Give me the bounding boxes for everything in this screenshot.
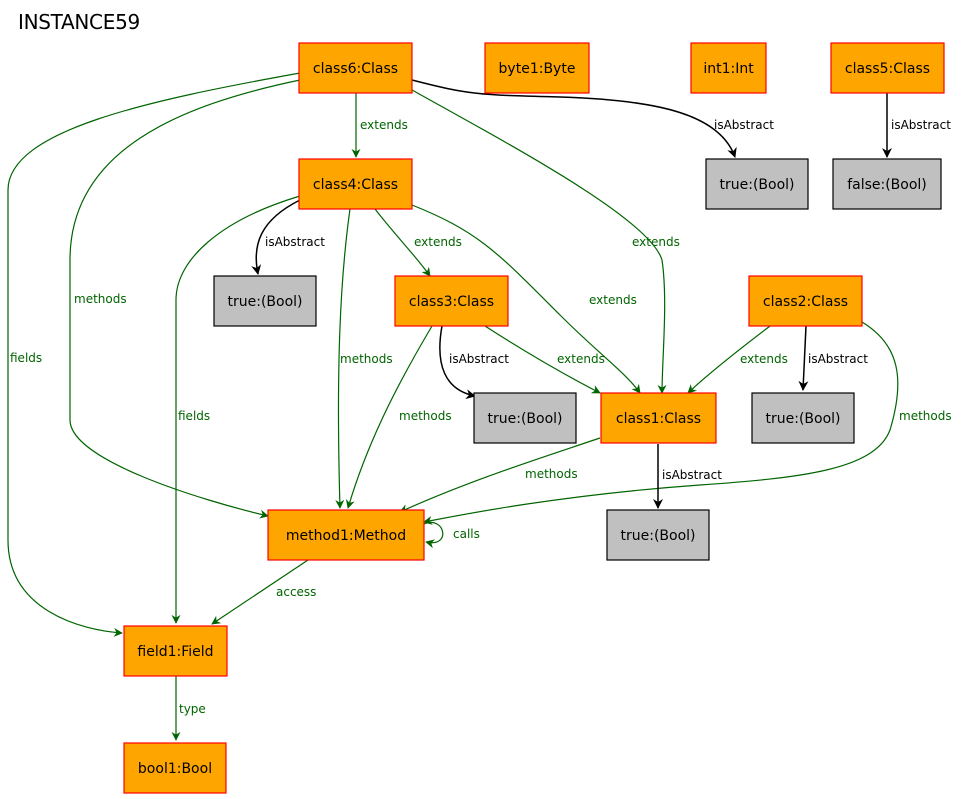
edge-class2-class1-extends — [687, 325, 771, 394]
edge-class1-method1-methods — [399, 437, 601, 513]
edge-label-isabstract: isAbstract — [449, 352, 509, 366]
edge-class6-method1-methods — [69, 79, 301, 519]
edge-class4-class3-extends — [374, 208, 431, 277]
node-bool1: bool1:Bool — [123, 742, 227, 794]
edge-class6-field1-fields — [7, 72, 301, 637]
node-label: class1:Class — [616, 411, 701, 427]
node-label: false:(Bool) — [847, 177, 927, 193]
node-class6: class6:Class — [298, 42, 413, 94]
edge-label-extends: extends — [740, 352, 788, 366]
node-label: field1:Field — [137, 644, 213, 660]
node-class4: class4:Class — [298, 158, 413, 210]
edge-class4-true-isabstract — [251, 199, 301, 275]
edge-label-isabstract: isAbstract — [891, 118, 951, 132]
edge-label-isabstract: isAbstract — [714, 118, 774, 132]
node-label: class4:Class — [313, 177, 398, 193]
node-true-class4: true:(Bool) — [213, 275, 317, 327]
edge-label-isabstract: isAbstract — [265, 235, 325, 249]
node-true-class2: true:(Bool) — [751, 392, 855, 444]
edge-label-extends: extends — [360, 118, 408, 132]
edge-label-extends: extends — [414, 235, 462, 249]
edge-class4-method1-methods — [335, 208, 351, 509]
node-method1: method1:Method — [267, 509, 425, 561]
node-label: true:(Bool) — [766, 411, 841, 427]
edge-class6-class1-extends — [411, 89, 667, 394]
node-label: true:(Bool) — [488, 411, 563, 427]
edge-label-access: access — [276, 585, 316, 599]
node-class3: class3:Class — [394, 275, 509, 327]
edge-label-methods: methods — [340, 352, 393, 366]
node-byte1: byte1:Byte — [484, 42, 590, 94]
node-true-class3: true:(Bool) — [473, 392, 577, 444]
edge-class6-true-isabstract — [411, 79, 737, 158]
node-label: true:(Bool) — [720, 177, 795, 193]
edge-label-extends: extends — [632, 235, 680, 249]
node-label: true:(Bool) — [621, 528, 696, 544]
edge-class4-field1-fields — [171, 195, 301, 624]
node-class5: class5:Class — [830, 42, 945, 94]
edge-class2-true-isabstract — [798, 325, 809, 391]
edge-method1-method1-calls — [423, 521, 444, 549]
edge-class4-class1-extends — [411, 204, 641, 394]
node-label: true:(Bool) — [228, 294, 303, 310]
node-label: class2:Class — [763, 294, 848, 310]
edge-label-isabstract: isAbstract — [808, 352, 868, 366]
edge-label-extends: extends — [589, 293, 637, 307]
edge-class3-class1-extends — [484, 325, 601, 394]
node-false-class5: false:(Bool) — [832, 158, 942, 210]
edge-class3-method1-methods — [345, 325, 433, 509]
edge-label-fields: fields — [178, 409, 210, 423]
edge-label-methods: methods — [525, 467, 578, 481]
node-label: bool1:Bool — [138, 761, 212, 777]
edge-label-methods: methods — [899, 409, 952, 423]
edge-method1-field1-access — [211, 559, 309, 625]
node-true-class6: true:(Bool) — [705, 158, 809, 210]
edge-label-calls: calls — [453, 527, 480, 541]
edge-class3-true-isabstract — [439, 325, 476, 400]
diagram-title: INSTANCE59 — [18, 10, 140, 34]
node-label: byte1:Byte — [499, 61, 576, 77]
edge-label-methods: methods — [74, 292, 127, 306]
node-label: class3:Class — [409, 294, 494, 310]
edge-label-methods: methods — [399, 409, 452, 423]
edge-label-fields: fields — [10, 351, 42, 365]
edge-class2-method1-methods — [423, 321, 899, 525]
node-true-class1: true:(Bool) — [606, 509, 710, 561]
node-class1: class1:Class — [600, 392, 717, 444]
node-label: method1:Method — [286, 528, 406, 544]
edge-label-extends: extends — [557, 352, 605, 366]
node-int1: int1:Int — [690, 42, 767, 94]
node-field1: field1:Field — [123, 625, 228, 677]
node-label: class6:Class — [313, 61, 398, 77]
node-class2: class2:Class — [748, 275, 863, 327]
edge-label-type: type — [179, 702, 206, 716]
edge-label-isabstract: isAbstract — [662, 468, 722, 482]
node-label: class5:Class — [845, 61, 930, 77]
node-label: int1:Int — [703, 61, 754, 77]
